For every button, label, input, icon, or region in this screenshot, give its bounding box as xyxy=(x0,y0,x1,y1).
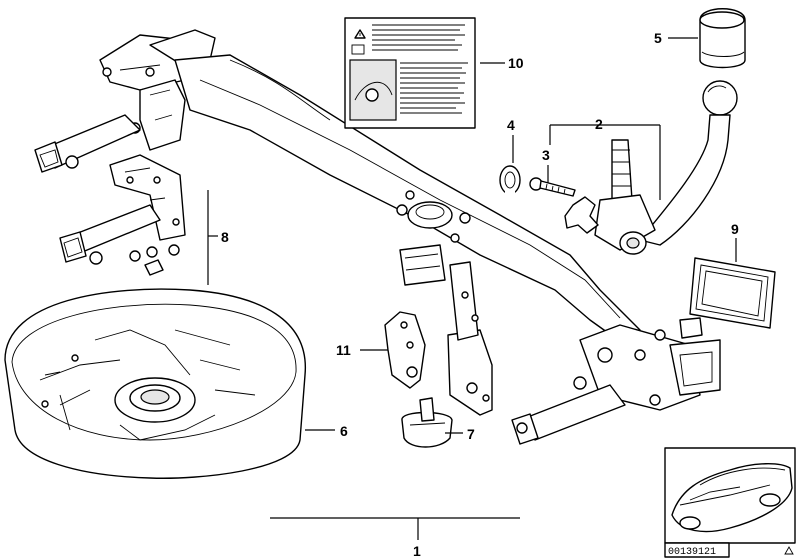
callout-9: 9 xyxy=(731,221,739,237)
leader-lines xyxy=(207,37,737,540)
protective-cap[interactable] xyxy=(699,8,746,69)
screw[interactable] xyxy=(529,177,576,197)
socket-holder[interactable] xyxy=(401,397,453,448)
callout-5: 5 xyxy=(654,30,662,46)
ball-neck[interactable] xyxy=(564,80,738,255)
callout-3: 3 xyxy=(542,147,550,163)
warning-label[interactable] xyxy=(344,17,476,129)
callout-1: 1 xyxy=(413,543,421,559)
document-number: 00139121 xyxy=(668,547,716,558)
triangle-icon xyxy=(784,546,794,555)
callouts: 1 2 3 4 5 6 7 8 9 10 11 xyxy=(221,30,739,559)
spare-wheel-tray[interactable] xyxy=(4,288,306,479)
tow-bar-beam[interactable] xyxy=(34,29,721,445)
circlip[interactable] xyxy=(499,165,521,195)
callout-6: 6 xyxy=(340,423,348,439)
callout-2: 2 xyxy=(595,116,603,132)
callout-10: 10 xyxy=(508,55,524,71)
callout-8: 8 xyxy=(221,229,229,245)
bracket-plate[interactable] xyxy=(384,261,493,416)
callout-11: 11 xyxy=(336,342,351,358)
cover-plate[interactable] xyxy=(689,257,776,329)
bracket-kit[interactable] xyxy=(59,154,186,276)
callout-7: 7 xyxy=(467,426,475,442)
vehicle-thumbnail: 00139121 xyxy=(664,447,796,558)
callout-4: 4 xyxy=(507,117,515,133)
